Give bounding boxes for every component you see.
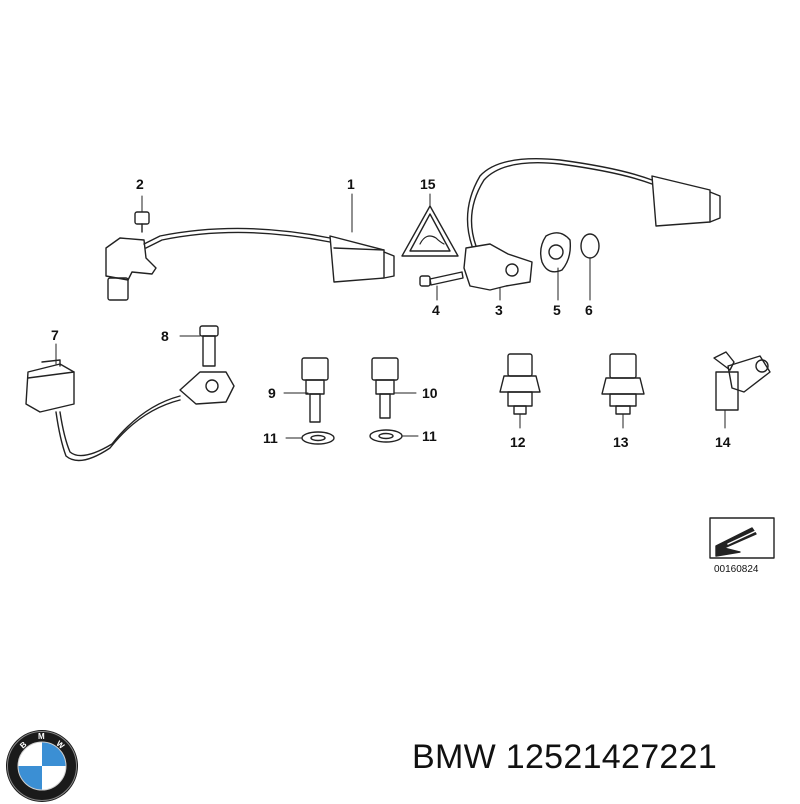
part-label: BMW 12521427221 — [412, 738, 718, 776]
callout-4: 4 — [432, 302, 440, 318]
part-7-knock-sensor — [25, 359, 235, 462]
callout-leaders — [55, 193, 726, 439]
bmw-logo-quarters — [17, 741, 67, 791]
callout-15: 15 — [420, 176, 436, 192]
callout-2: 2 — [136, 176, 144, 192]
callout-labels: 1 2 15 4 3 5 6 7 8 9 10 11 11 12 13 14 0… — [51, 176, 759, 575]
callout-7: 7 — [51, 327, 59, 343]
callout-1: 1 — [347, 176, 355, 192]
part-5-gasket — [539, 232, 572, 273]
part-13-pressure-switch — [601, 353, 645, 415]
part-9-temp-sensor — [301, 357, 329, 423]
bmw-logo-letter-b: B — [18, 740, 28, 751]
callout-12: 12 — [510, 434, 526, 450]
part-1-crank-sensor — [105, 227, 395, 301]
callout-5: 5 — [553, 302, 561, 318]
callout-11-right: 11 — [422, 428, 437, 444]
reference-box — [709, 517, 775, 559]
part-14-speed-sensor — [713, 351, 771, 411]
reference-number: 00160824 — [714, 564, 759, 575]
bmw-logo-letter-m: M — [38, 732, 45, 741]
part-11-seal-ring-left — [301, 431, 335, 445]
part-8-bolt — [199, 325, 219, 367]
part-11-seal-ring-right — [369, 429, 403, 443]
part-15-warning-label — [401, 205, 459, 257]
callout-11-left: 11 — [263, 430, 278, 446]
callout-10: 10 — [422, 385, 438, 401]
callout-9: 9 — [268, 385, 276, 401]
callout-8: 8 — [161, 328, 169, 344]
part-2-screw — [134, 211, 150, 233]
part-6-o-ring — [580, 233, 600, 259]
bmw-logo: B M W — [6, 730, 78, 802]
callout-3: 3 — [495, 302, 503, 318]
callout-13: 13 — [613, 434, 629, 450]
callout-14: 14 — [715, 434, 731, 450]
part-12-pressure-switch — [499, 353, 541, 415]
part-3-cam-sensor — [463, 158, 721, 291]
bmw-logo-letter-w: W — [54, 739, 66, 751]
part-10-temp-sensor — [371, 357, 399, 419]
part-4-bolt — [419, 271, 464, 287]
callout-6: 6 — [585, 302, 593, 318]
